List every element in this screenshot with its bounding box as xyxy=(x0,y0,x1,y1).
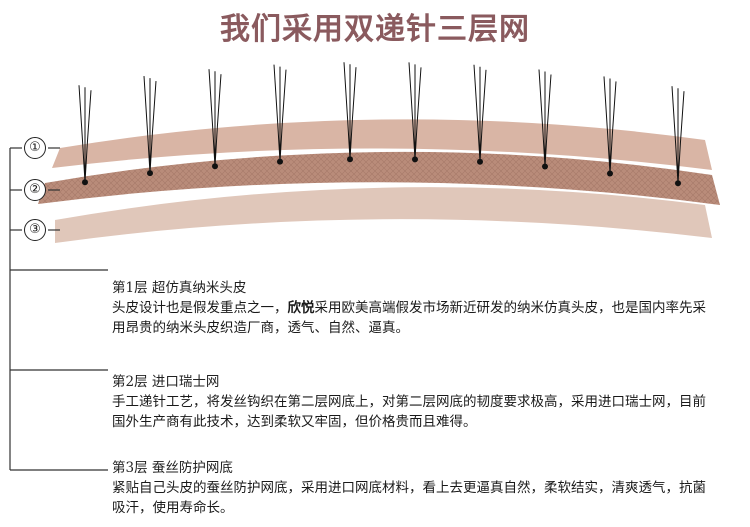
brand-name: 欣悦 xyxy=(287,300,315,316)
body-text-post: 采用欧美高端假发市场新近研发的纳米仿真头皮，也是国内率先采用昂贵的纳米头皮织造厂… xyxy=(112,300,706,336)
hair-knot xyxy=(212,163,218,170)
hair-knot xyxy=(82,179,88,186)
section-layer-1: 第1层 超仿真纳米头皮 头皮设计也是假发重点之一，欣悦采用欧美高端假发市场新近研… xyxy=(112,278,712,338)
hair-knot xyxy=(277,158,283,165)
marker-layer-1: ① xyxy=(24,137,46,159)
section-body: 手工递针工艺，将发丝钩织在第二层网底上，对第二层网底的韧度要求极高，采用进口瑞士… xyxy=(112,394,706,430)
hair-strand xyxy=(408,62,422,163)
hair-knot xyxy=(347,156,353,163)
section-heading: 第1层 超仿真纳米头皮 xyxy=(112,280,247,296)
layer-3-silk-base xyxy=(55,187,712,243)
section-heading: 第2层 进口瑞士网 xyxy=(112,374,220,390)
hair-strands xyxy=(78,62,685,187)
layer-2-swiss-net xyxy=(38,151,720,205)
hair-strand xyxy=(538,69,552,170)
section-layer-3: 第3层 蚕丝防护网底 紧贴自己头皮的蚕丝防护网底，采用进口网底材料，看上去更逼真… xyxy=(112,458,712,518)
hair-knot xyxy=(542,163,548,170)
body-text-pre: 头皮设计也是假发重点之一， xyxy=(112,300,288,316)
hair-knot xyxy=(607,170,613,177)
hair-strand xyxy=(343,62,357,163)
hair-knot xyxy=(147,170,153,177)
page-title: 我们采用双递针三层网 xyxy=(220,12,530,47)
section-layer-2: 第2层 进口瑞士网 手工递针工艺，将发丝钩织在第二层网底上，对第二层网底的韧度要… xyxy=(112,372,712,432)
hair-strand xyxy=(208,69,222,170)
hair-strand xyxy=(603,76,617,177)
section-body: 紧贴自己头皮的蚕丝防护网底，采用进口网底材料，看上去更逼真自然，柔软结实，清爽透… xyxy=(112,480,706,516)
hair-strand xyxy=(671,86,685,187)
marker-layer-3: ③ xyxy=(24,219,46,241)
section-body: 头皮设计也是假发重点之一，欣悦采用欧美高端假发市场新近研发的纳米仿真头皮，也是国… xyxy=(112,298,712,338)
hair-strand xyxy=(143,76,157,177)
hair-knot xyxy=(477,158,483,165)
section-heading: 第3层 蚕丝防护网底 xyxy=(112,460,233,476)
hair-knot xyxy=(675,180,681,187)
hair-strand xyxy=(273,64,287,165)
marker-layer-2: ② xyxy=(24,179,46,201)
hair-knot xyxy=(412,156,418,163)
bracket-lines xyxy=(9,147,108,471)
hair-strand xyxy=(78,85,92,186)
hair-strand xyxy=(473,64,487,165)
